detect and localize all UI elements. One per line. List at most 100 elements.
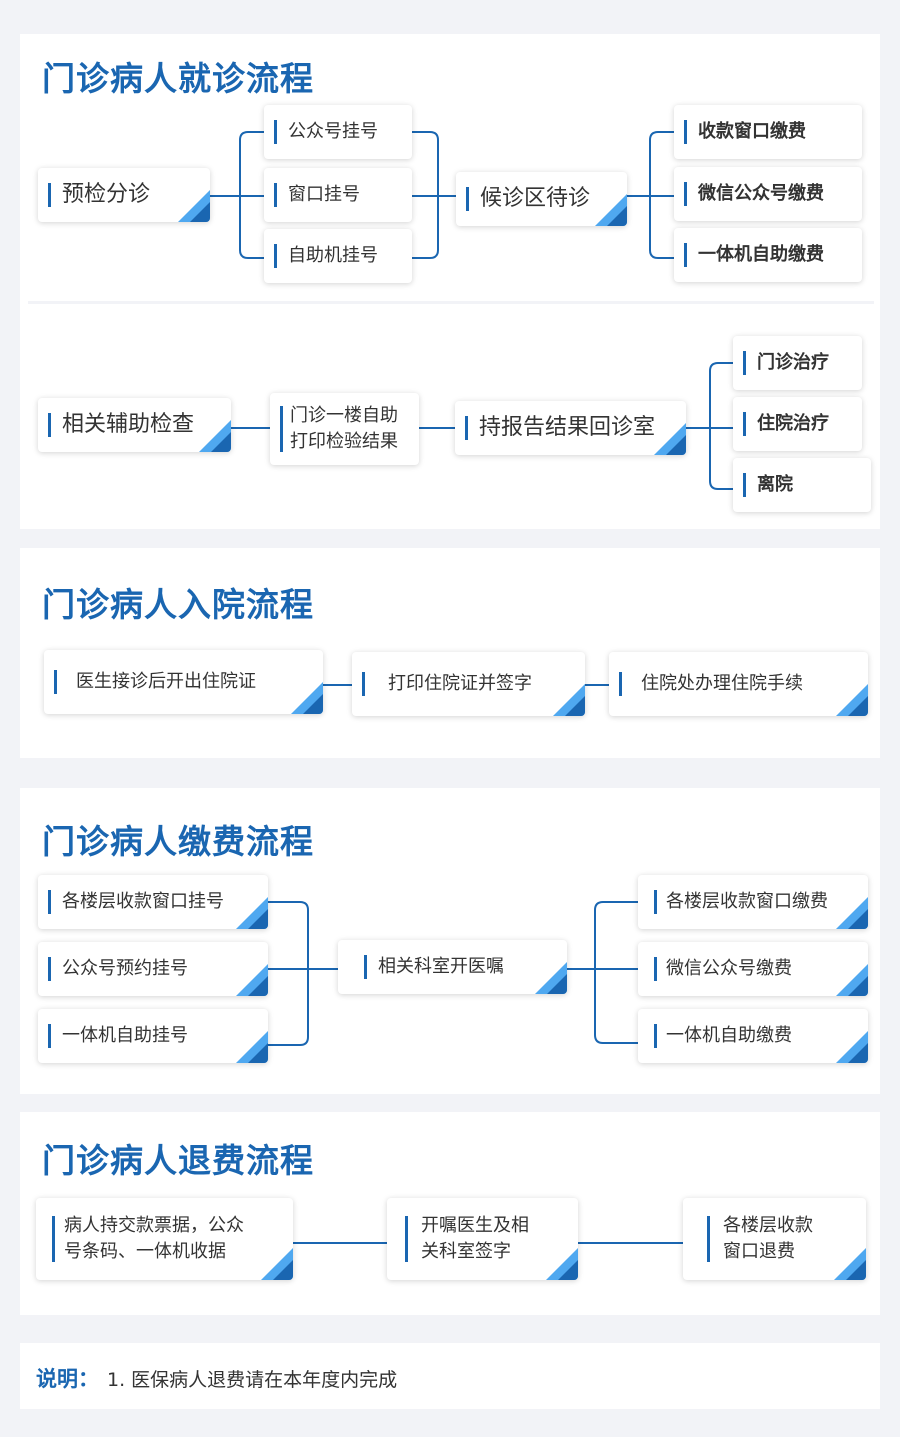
visit-title: 门诊病人就诊流程 [42,59,314,98]
admission-step-0: 医生接诊后开出住院证 [44,650,323,714]
bar-marker [684,243,687,267]
fee-register-label: 一体机自助挂号 [62,1024,188,1046]
fee-title: 门诊病人缴费流程 [42,822,314,861]
outcome-box-1: 住院治疗 [733,397,862,451]
bar-marker [654,1024,657,1048]
refund-step-label: 病人持交款票据，公众 号条码、一体机收据 [64,1214,244,1262]
bar-marker [743,351,746,375]
bar-marker [465,416,468,440]
bar-marker [466,187,469,211]
bar-marker [654,957,657,981]
refund-title: 门诊病人退费流程 [42,1141,314,1180]
corner-triangle-icon [236,964,268,996]
admission-step-2: 住院处办理住院手续 [609,652,868,716]
refund-step-1: 开嘱医生及相 关科室签字 [387,1198,578,1280]
fee-register-2: 一体机自助挂号 [38,1009,268,1063]
bar-marker [364,955,367,979]
fee-order-label: 相关科室开医嘱 [378,955,504,977]
payment-box-0: 收款窗口缴费 [674,105,862,159]
corner-triangle-icon [834,1248,866,1280]
admission-title: 门诊病人入院流程 [42,585,314,624]
fee-pay-label: 微信公众号缴费 [666,957,792,979]
admission-step-label: 住院处办理住院手续 [641,672,803,694]
register-box-0: 公众号挂号 [264,105,412,159]
bar-marker [52,1216,55,1262]
admission-step-label: 打印住院证并签字 [388,672,532,694]
outcome-box-0: 门诊治疗 [733,336,862,390]
corner-triangle-icon [535,962,567,994]
corner-triangle-icon [654,423,686,455]
bar-marker [280,406,283,452]
corner-triangle-icon [836,1031,868,1063]
bar-marker [48,183,51,207]
payment-box-2: 一体机自助缴费 [674,228,862,282]
register-label: 公众号挂号 [288,120,378,142]
admission-step-label: 医生接诊后开出住院证 [76,670,256,692]
fee-pay-0: 各楼层收款窗口缴费 [638,875,868,929]
exam-box: 相关辅助检查 [38,398,231,452]
corner-triangle-icon [291,682,323,714]
bar-marker [54,670,57,694]
bar-marker [274,183,277,207]
bar-marker [48,890,51,914]
payment-label: 微信公众号缴费 [698,182,824,204]
visit-divider [28,301,874,304]
bar-marker [743,412,746,436]
note-text: 1. 医保病人退费请在本年度内完成 [107,1369,398,1391]
bar-marker [48,413,51,437]
corner-triangle-icon [836,684,868,716]
bar-marker [48,957,51,981]
note-line: 说明： 1. 医保病人退费请在本年度内完成 [36,1363,397,1393]
fee-register-label: 公众号预约挂号 [62,957,188,979]
print-result-label: 门诊一楼自助 打印检验结果 [290,404,398,452]
bar-marker [684,120,687,144]
corner-triangle-icon [261,1248,293,1280]
fee-pay-2: 一体机自助缴费 [638,1009,868,1063]
payment-box-1: 微信公众号缴费 [674,167,862,221]
triage-box: 预检分诊 [38,168,210,222]
waiting-label: 候诊区待诊 [480,186,591,212]
corner-triangle-icon [553,684,585,716]
register-label: 窗口挂号 [288,183,360,205]
register-label: 自助机挂号 [288,244,378,266]
fee-register-1: 公众号预约挂号 [38,942,268,996]
bar-marker [274,244,277,268]
payment-label: 一体机自助缴费 [698,243,824,265]
bar-marker [743,473,746,497]
outcome-label: 门诊治疗 [757,351,829,373]
payment-label: 收款窗口缴费 [698,120,806,142]
report-label: 持报告结果回诊室 [479,415,656,441]
bar-marker [707,1216,710,1262]
outcome-label: 离院 [757,473,793,495]
refund-step-label: 开嘱医生及相 关科室签字 [421,1214,529,1262]
bar-marker [405,1216,408,1262]
bar-marker [684,182,687,206]
bar-marker [654,890,657,914]
fee-register-0: 各楼层收款窗口挂号 [38,875,268,929]
outcome-box-2: 离院 [733,458,871,512]
note-panel [20,1343,880,1409]
outcome-label: 住院治疗 [757,412,829,434]
refund-step-label: 各楼层收款 窗口退费 [723,1214,813,1262]
corner-triangle-icon [178,190,210,222]
fee-pay-label: 各楼层收款窗口缴费 [666,890,828,912]
note-label: 说明： [36,1367,99,1391]
fee-register-label: 各楼层收款窗口挂号 [62,890,224,912]
fee-order-box: 相关科室开医嘱 [338,940,567,994]
report-box: 持报告结果回诊室 [455,401,686,455]
bar-marker [619,672,622,696]
bar-marker [48,1024,51,1048]
corner-triangle-icon [236,1031,268,1063]
bar-marker [274,120,277,144]
register-box-1: 窗口挂号 [264,168,412,222]
refund-step-0: 病人持交款票据，公众 号条码、一体机收据 [36,1198,293,1280]
corner-triangle-icon [836,897,868,929]
refund-step-2: 各楼层收款 窗口退费 [683,1198,866,1280]
corner-triangle-icon [236,897,268,929]
corner-triangle-icon [546,1248,578,1280]
fee-pay-label: 一体机自助缴费 [666,1024,792,1046]
triage-label: 预检分诊 [62,182,151,208]
fee-pay-1: 微信公众号缴费 [638,942,868,996]
admission-step-1: 打印住院证并签字 [352,652,585,716]
bar-marker [362,672,365,696]
